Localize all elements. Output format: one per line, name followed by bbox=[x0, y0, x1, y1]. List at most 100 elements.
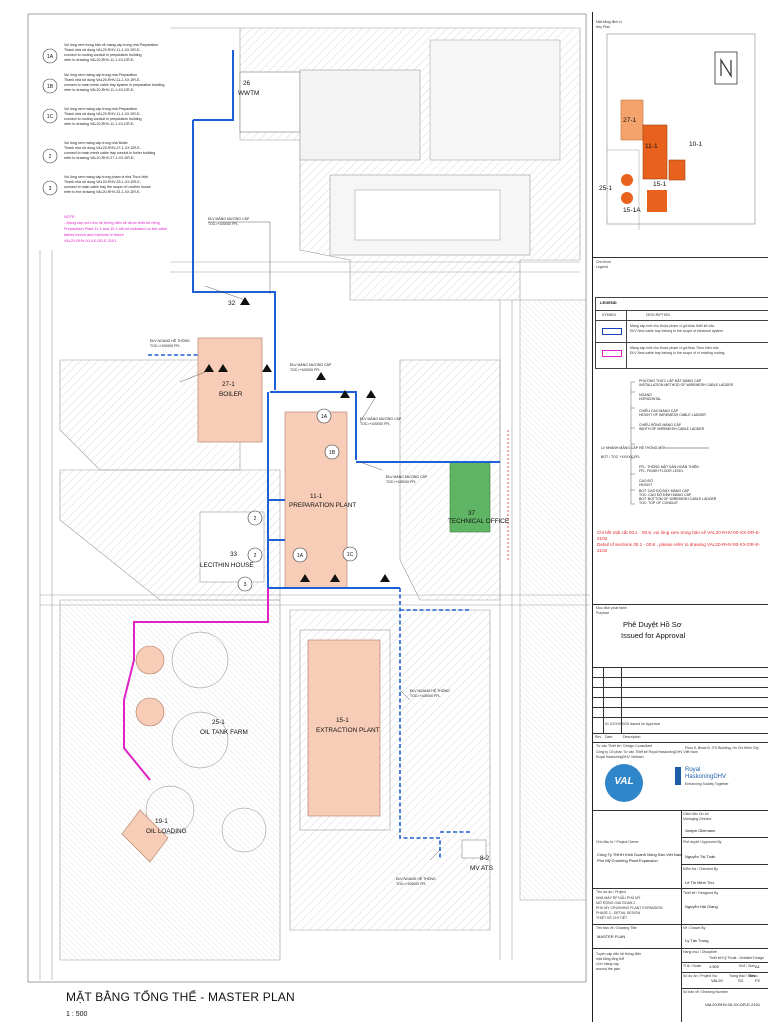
svg-text:connect to main mesh cable tra: connect to main mesh cable tray system i… bbox=[64, 83, 164, 87]
label-25-1-name: OIL TANK FARM bbox=[200, 729, 248, 736]
keyplan-sub: Key Plan bbox=[596, 25, 611, 29]
svg-text:Vui lòng xem trong bản vẽ máng: Vui lòng xem trong bản vẽ máng cáp trong… bbox=[64, 43, 158, 47]
rev-row: 01 XX/XX/2025 Issued for Approval bbox=[605, 722, 660, 726]
keyplan-svg: 27-1 11-1 10-1 25-1 15-1 15-1A bbox=[599, 33, 756, 230]
designed-label: Thiết kế / Designed By bbox=[683, 891, 719, 895]
callout-1b: 1B bbox=[329, 450, 336, 456]
red-note: Chi tiết mặt cắt 00.1 - 00.6, vui lòng x… bbox=[597, 530, 761, 553]
tray-level-b: TOC=+100000 FFL bbox=[290, 368, 320, 372]
tray-tag-b: ĐLV MÁNG MƯƠNG CÁP bbox=[290, 363, 332, 367]
label-26-id: 26 bbox=[243, 80, 251, 87]
rev-label: Rev. bbox=[749, 974, 756, 978]
legend-heading: Chú thích bbox=[596, 260, 611, 264]
size-value: A1 bbox=[755, 964, 760, 969]
note-1b-tag: 1B bbox=[47, 84, 54, 90]
purpose-heading: Mục đích phát hành bbox=[596, 606, 627, 610]
tray-tag-c: ĐLV MÁNG MƯƠNG CÁP bbox=[360, 417, 402, 421]
checked-label: Kiểm tra / Checked By bbox=[683, 867, 718, 871]
svg-text:BOT: BOTTOM OF WIREMESH CABLE: BOT: BOTTOM OF WIREMESH CABLE LADDER bbox=[639, 497, 717, 501]
drawing-title-label: Tên bản vẽ / Drawing Title bbox=[596, 926, 637, 930]
plan-text-svg: 1A Vui lòng xem trong bản vẽ máng cáp tr… bbox=[47, 43, 509, 886]
conduit-tag-a: ĐLV NGANG HỆ THỐNG bbox=[410, 688, 450, 693]
plan-scale: 1 : 500 bbox=[66, 1011, 88, 1018]
rh-logo-3: Enhancing Society Together bbox=[685, 782, 729, 786]
owner-label: Chủ đầu tư / Project Owner bbox=[596, 840, 639, 844]
manager-label: Giám đốc Dự án bbox=[683, 812, 709, 816]
svg-text:tabled trench and manhole in f: tabled trench and manhole in future bbox=[64, 233, 124, 237]
label-26-name: WWTM bbox=[238, 90, 259, 97]
svg-text:connect to routing conduit in: connect to routing conduit in preparatio… bbox=[64, 53, 142, 57]
rh-logo-mark bbox=[675, 767, 681, 785]
label-33-name: LECITHIN HOUSE bbox=[200, 562, 254, 569]
svg-text:refer to drawing VAL20-RHV-11-: refer to drawing VAL20-RHV-11-1-XX-DR-E- bbox=[64, 88, 135, 92]
size-label: Khổ / Size bbox=[739, 964, 755, 968]
manager-name: Vadym Gliemann bbox=[685, 828, 716, 833]
oil-tank-farm-tanks bbox=[135, 631, 267, 853]
office-address: Floor 5, Block B, ITS Building, Ho Chi M… bbox=[685, 746, 759, 750]
svg-text:Vui lòng xem máng cáp trong ph: Vui lòng xem máng cáp trong phạm vi nhà … bbox=[64, 175, 148, 179]
consult-label: Tên dự án / Project bbox=[596, 890, 626, 894]
svg-text:refer to drawing VAL20-RHV-11-: refer to drawing VAL20-RHV-11-1-XX-DR-E- bbox=[64, 58, 135, 62]
note-1a-tag: 1A bbox=[47, 54, 54, 60]
tray-level-c: TOC=+100000 FFL bbox=[360, 422, 390, 426]
label-11-1-name: PREPARATION PLANT bbox=[289, 502, 356, 509]
label-27-1-name: BOILER bbox=[219, 391, 243, 398]
building-27-1-boiler bbox=[197, 337, 263, 443]
legend-box-title: LEGEND bbox=[600, 300, 617, 305]
svg-text:NGANG: NGANG bbox=[639, 393, 652, 397]
building-19-1-oil-loading bbox=[121, 809, 169, 863]
consultant-en: Royal HaskoningDHV Vietnam bbox=[596, 755, 644, 759]
tray-level-d: TOC=+100000 FFL bbox=[386, 480, 416, 484]
approved-label: Phê duyệt / Approved By bbox=[683, 840, 722, 844]
discipline: Thiết kế Kỹ Thuật - Detailed Design bbox=[709, 956, 765, 960]
plan-callouts bbox=[237, 408, 358, 592]
status: S3 bbox=[738, 978, 743, 983]
label-15-1-name: EXTRACTION PLANT bbox=[316, 727, 380, 734]
hatched-ground-east-strip bbox=[519, 299, 587, 901]
label-37-name: TECHNICAL OFFICE bbox=[448, 518, 509, 525]
scale-value: 1:500 bbox=[709, 964, 720, 969]
svg-text:Thank nhà sử dụng VAL20-RHV-11: Thank nhà sử dụng VAL20-RHV-11-1-XX-DR-E… bbox=[64, 78, 141, 82]
drawing-no-label: Số bản vẽ / Drawing Number bbox=[683, 990, 728, 994]
approval-en: Issued for Approval bbox=[621, 631, 686, 640]
legend-swatch-blue bbox=[602, 328, 622, 335]
project-no-label: Số dự án / Project No. bbox=[683, 974, 718, 978]
drawing-no: VAL20-RHV-00-XX-DR-E-2101 bbox=[705, 1002, 761, 1007]
drawing-title: MASTER PLAN bbox=[597, 934, 626, 939]
label-15-1-id: 15-1 bbox=[336, 717, 349, 724]
svg-text:Thank nhà sử dụng VAL20-RHV-27: Thank nhà sử dụng VAL20-RHV-27-1-XX-DR-E… bbox=[64, 146, 142, 150]
svg-text:Preparation Plant 11-1 and 15-: Preparation Plant 11-1 and 15-1 will be … bbox=[64, 227, 167, 231]
svg-text:HORIZONTAL: HORIZONTAL bbox=[639, 397, 661, 401]
note-1c: 1C Vui lòng xem máng cáp trong nhà Prepa… bbox=[47, 107, 142, 126]
conduit-tag-b: ĐLV NGANG HỆ THỐNG bbox=[396, 876, 436, 881]
label-19-1-id: 19-1 bbox=[155, 818, 168, 825]
svg-text:Thank nhà sử dụng VAL20-RHV-11: Thank nhà sử dụng VAL20-RHV-11-1-XX-DR-E… bbox=[64, 112, 141, 116]
callout-1a: 1A bbox=[321, 414, 328, 420]
svg-text:TOC: TOP OF CONDUIT: TOC: TOP OF CONDUIT bbox=[639, 501, 679, 505]
master-plan-area: 1A Vui lòng xem trong bản vẽ máng cáp tr… bbox=[27, 13, 590, 1018]
legend-col-symbol: SYMBOL bbox=[602, 313, 617, 317]
building-26-wwtm bbox=[239, 71, 301, 133]
plan-title: MẶT BẰNG TỔNG THỂ - MASTER PLAN bbox=[66, 990, 295, 1004]
label-8-2-name: MV ATS bbox=[470, 865, 493, 872]
conduit-level-c: TOC=+100000 FFL bbox=[150, 344, 180, 348]
label-11-1-id: 11-1 bbox=[310, 493, 323, 500]
svg-text:Vui lòng xem máng cáp trong nh: Vui lòng xem máng cáp trong nhà Preparat… bbox=[64, 73, 137, 77]
label-8-2-id: 8-2 bbox=[480, 855, 490, 862]
rev-col-rev: Rev bbox=[595, 735, 602, 739]
label-33-id: 33 bbox=[230, 551, 238, 558]
title-block: Mặt bằng định vị Key Plan 27-1 11-1 10-1… bbox=[592, 12, 768, 1022]
rh-logo-2: HaskoningDHV bbox=[685, 774, 727, 780]
svg-text:INSTALLATION METHOD OF WIREMES: INSTALLATION METHOD OF WIREMESH CABLE LA… bbox=[639, 383, 734, 387]
svg-text:HEIGHT: HEIGHT bbox=[639, 483, 653, 487]
conduit-tag-c: ĐLV NGANG HỆ THỐNG bbox=[150, 338, 190, 343]
svg-text:CHIỀU CAO MÁNG CÁP: CHIỀU CAO MÁNG CÁP bbox=[639, 408, 679, 413]
note-callouts bbox=[42, 48, 58, 196]
revision-table: 01 XX/XX/2025 Issued for Approval Rev Da… bbox=[593, 667, 768, 739]
svg-text:CAO ĐỘ: CAO ĐỘ bbox=[639, 478, 653, 483]
svg-text:TOC: CAO ĐỘ ĐỈNH MÁNG CÁP: TOC: CAO ĐỘ ĐỈNH MÁNG CÁP bbox=[639, 492, 692, 497]
svg-text:connect to main cable tray the: connect to main cable tray the scope of … bbox=[64, 185, 151, 189]
svg-text:BOT / TOC +XXXXX FFL: BOT / TOC +XXXXX FFL bbox=[601, 455, 640, 459]
designed-name: Nguyễn Hải Giang bbox=[685, 904, 718, 909]
